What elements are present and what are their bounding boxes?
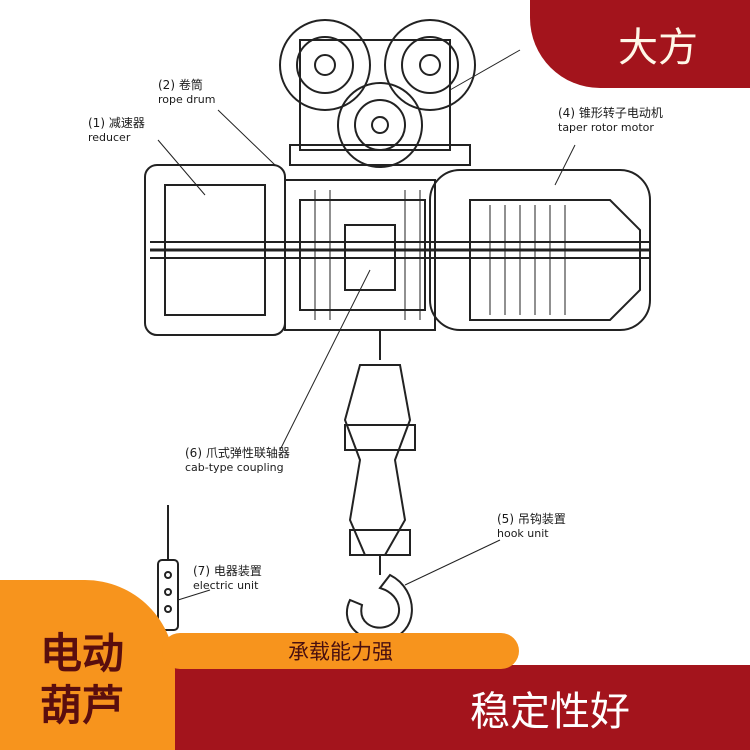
- hook-block: [343, 330, 416, 642]
- pendant-control: [157, 505, 179, 631]
- label-rope-drum-en: rope drum: [158, 93, 216, 106]
- label-reducer-zh: (1) 减速器: [88, 116, 145, 130]
- label-cab-type-coupling-en: cab-type coupling: [185, 461, 284, 474]
- label-rope-drum: (2) 卷筒 rope drum: [158, 78, 215, 107]
- label-hook-unit-zh: (5) 吊钩装置: [497, 512, 566, 526]
- hoist-body: [144, 164, 651, 336]
- product-name: 电动 葫芦: [40, 628, 124, 732]
- label-reducer-en: reducer: [88, 131, 131, 144]
- product-name-line-1: 电动: [40, 629, 125, 678]
- label-taper-rotor-motor-en: taper rotor motor: [558, 121, 654, 134]
- label-rope-drum-zh: (2) 卷筒: [158, 78, 203, 92]
- label-electric-unit: (7) 电器装置 electric unit: [193, 564, 262, 593]
- feature-stability: 稳定性好: [470, 688, 630, 735]
- label-hook-unit-en: hook unit: [497, 527, 549, 540]
- brand-badge: 大方: [530, 0, 750, 88]
- product-name-backdrop: [0, 580, 175, 750]
- leader-lines: [157, 49, 576, 601]
- label-taper-rotor-motor: (4) 锥形转子电动机 taper rotor motor: [558, 106, 663, 135]
- trolley-wheels: [279, 19, 476, 168]
- label-cab-type-coupling-zh: (6) 爪式弹性联轴器: [185, 446, 290, 460]
- label-taper-rotor-motor-zh: (4) 锥形转子电动机: [558, 106, 663, 120]
- label-electric-unit-en: electric unit: [193, 579, 259, 592]
- product-name-line-2: 葫芦: [40, 681, 125, 730]
- label-cab-type-coupling: (6) 爪式弹性联轴器 cab-type coupling: [185, 446, 290, 475]
- label-reducer: (1) 减速器 reducer: [88, 116, 145, 145]
- label-electric-unit-zh: (7) 电器装置: [193, 564, 262, 578]
- feature-load-capacity: 承载能力强: [162, 633, 519, 669]
- label-hook-unit: (5) 吊钩装置 hook unit: [497, 512, 566, 541]
